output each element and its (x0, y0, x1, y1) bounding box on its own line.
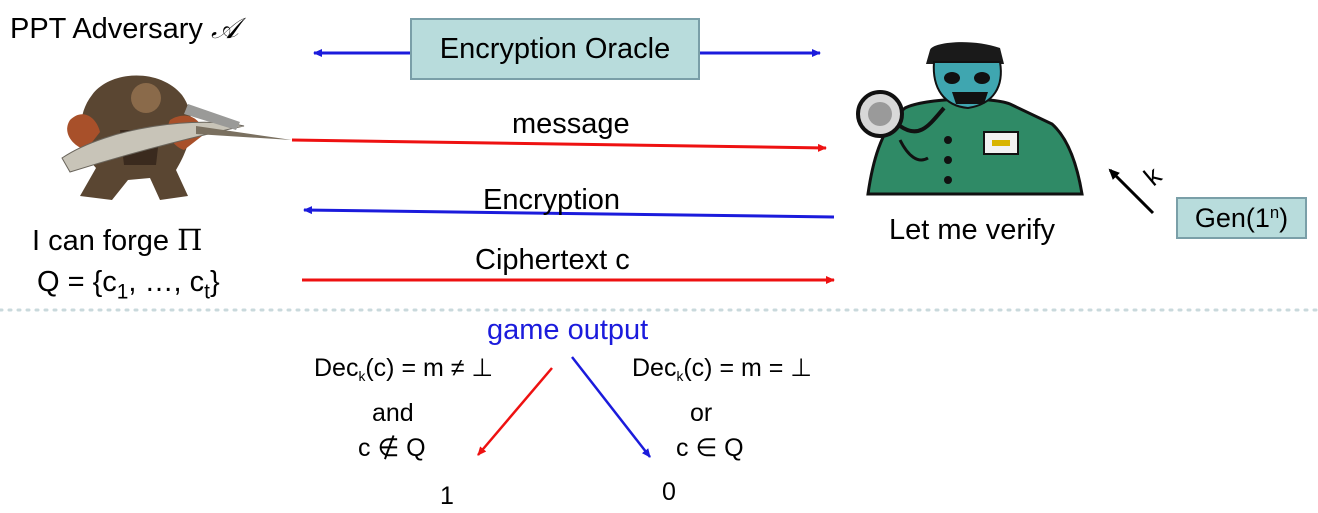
game-output-title: game output (487, 314, 649, 346)
message-label: message (512, 108, 630, 140)
challenger-caption: Let me verify (889, 214, 1055, 246)
encryption-label: Encryption (483, 184, 621, 216)
scheme-symbol: Π (177, 223, 203, 257)
right-dec-condition: Deck(c) = m = ⊥ (632, 354, 813, 384)
ciphertext-label: Ciphertext c (475, 244, 630, 276)
key-arrow (1108, 168, 1155, 215)
output-arrow-right (571, 356, 651, 458)
gen-label: Gen(1n) (1194, 202, 1289, 233)
adversary-title-text: PPT Adversary (10, 13, 203, 45)
left-joiner: and (372, 399, 414, 427)
adversary-claim-text: I can forge (32, 225, 170, 257)
doctor-illustration (856, 42, 1084, 196)
message-arrow (291, 138, 827, 152)
right-joiner: or (690, 399, 713, 427)
right-result: 0 (662, 478, 676, 506)
adversary-claim: I can forge Π (32, 226, 202, 256)
left-dec-condition: Deck(c) = m ≠ ⊥ (314, 354, 494, 384)
right-membership: c ∈ Q (676, 434, 744, 462)
output-arrow-left (477, 367, 553, 456)
adversary-symbol: 𝒜 (210, 11, 239, 45)
left-membership: c ∉ Q (358, 434, 426, 462)
encryption-arrow (303, 206, 835, 219)
adversary-title: PPT Adversary 𝒜 (10, 14, 238, 44)
warrior-illustration (61, 75, 292, 200)
encryption-oracle-box: Encryption Oracle (410, 18, 700, 80)
encryption-oracle-label: Encryption Oracle (439, 32, 671, 65)
left-result: 1 (440, 482, 454, 510)
gen-box: Gen(1n) (1176, 197, 1307, 239)
query-set: Q = {c1, …, ct} (37, 266, 220, 304)
